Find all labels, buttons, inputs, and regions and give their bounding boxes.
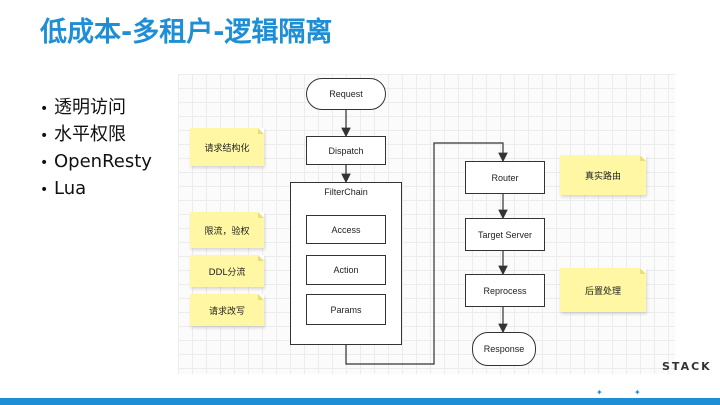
arrow-filterchain-router: [345, 142, 508, 365]
target-server-node: Target Server: [465, 218, 545, 251]
request-node: Request: [306, 78, 386, 110]
params-node: Params: [306, 294, 386, 325]
note-request-rewrite: 请求改写: [190, 294, 264, 326]
bullet-item: •Lua: [40, 178, 87, 199]
note-real-route: 真实路由: [560, 155, 646, 195]
filterchain-label: FilterChain: [324, 187, 368, 197]
bullet-item: •OpenResty: [40, 151, 152, 172]
dispatch-node: Dispatch: [306, 136, 386, 165]
access-node: Access: [306, 215, 386, 244]
note-request-structure: 请求结构化: [190, 128, 264, 166]
bullet-list: •透明访问 •水平权限 •OpenResty •Lua: [40, 95, 152, 203]
note-ratelimit-auth: 限流，验权: [190, 212, 264, 248]
note-ddl-split: DDL分流: [190, 255, 264, 287]
action-node: Action: [306, 255, 386, 285]
slide-title: 低成本-多租户-逻辑隔离: [40, 17, 333, 48]
response-node: Response: [472, 332, 536, 366]
stack-logo: STACK: [662, 360, 712, 373]
router-node: Router: [465, 161, 545, 194]
bottom-bar: [0, 398, 720, 405]
reprocess-node: Reprocess: [465, 274, 545, 307]
bird-icon: ✦: [596, 388, 603, 397]
bullet-item: •水平权限: [40, 124, 126, 145]
note-post-process: 后置处理: [560, 268, 646, 312]
bullet-item: •透明访问: [40, 97, 126, 118]
bird-icon: ✦: [634, 388, 641, 397]
